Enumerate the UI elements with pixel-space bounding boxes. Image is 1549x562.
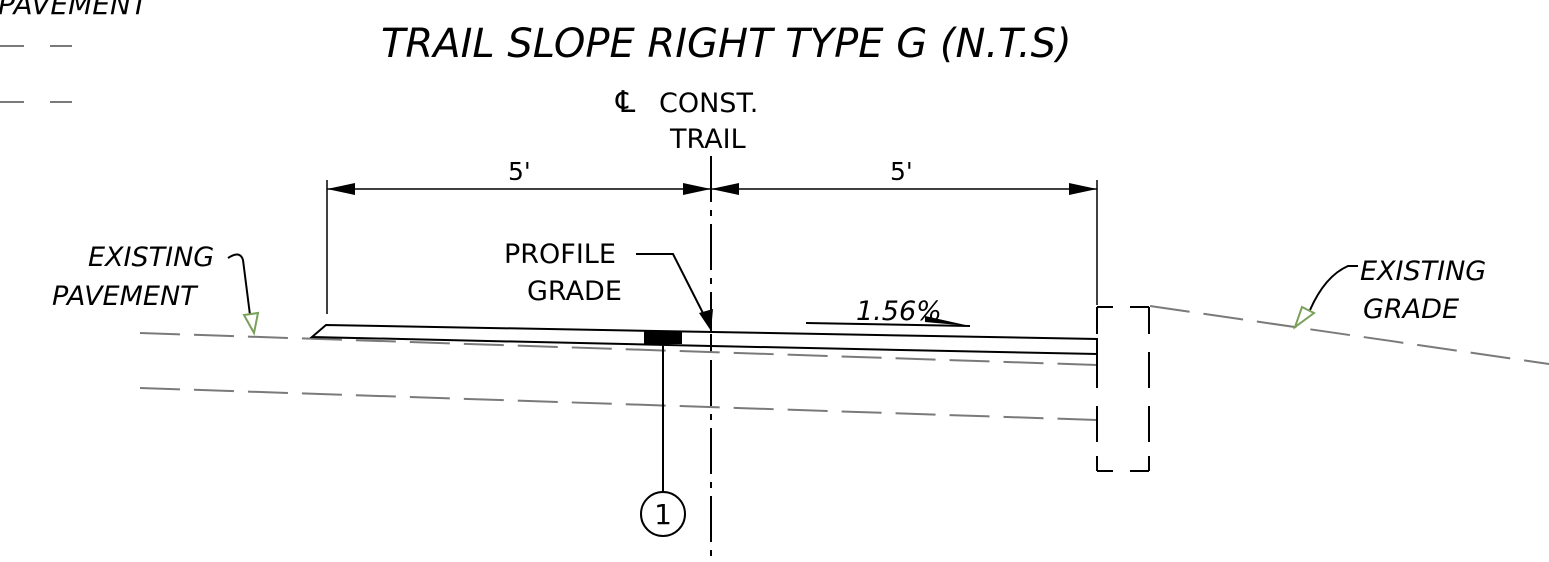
- existing-grade-line1: EXISTING: [1360, 256, 1486, 287]
- trail-section: [309, 323, 1098, 356]
- existing-grade-leader: [1309, 265, 1358, 311]
- drawing-title: TRAIL SLOPE RIGHT TYPE G (N.T.S): [381, 21, 1072, 67]
- dim-label-left: 5': [508, 157, 531, 186]
- existing-pavement-leader: [227, 253, 251, 316]
- centerline-label-line1: CONST.: [659, 88, 758, 119]
- profile-grade-line2: GRADE: [527, 276, 622, 307]
- legend-pavement-label: PAVEMENT: [0, 0, 150, 21]
- dim-arrow-left-end: [683, 183, 711, 195]
- dim-arrow-left-start: [327, 183, 355, 195]
- centerline-label-line2: TRAIL: [669, 124, 746, 155]
- existing-grade-line2: GRADE: [1363, 294, 1459, 325]
- centerline-symbol: ℄: [615, 85, 635, 120]
- existing-grade-line: [1149, 305, 1549, 365]
- profile-grade-arrow: [699, 309, 713, 331]
- callout-circle: [640, 491, 686, 537]
- existing-pavement-arrow: [242, 311, 260, 336]
- profile-marker-block: [644, 331, 682, 344]
- dim-label-right: 5': [890, 157, 913, 186]
- profile-grade-leader: [636, 253, 709, 324]
- callout-number: 1: [654, 498, 672, 531]
- dim-arrow-right-end: [1069, 183, 1097, 195]
- existing-pavement-line1: EXISTING: [88, 242, 214, 273]
- existing-pavement-line-lower: [139, 387, 1098, 421]
- slope-label: 1.56%: [856, 296, 942, 327]
- slope-arrow: [925, 316, 970, 326]
- slope-underline: [805, 322, 971, 327]
- dim-arrow-right-start: [711, 183, 739, 195]
- profile-grade-line1: PROFILE: [504, 239, 616, 270]
- existing-grade-arrow: [1292, 305, 1316, 330]
- existing-pavement-line2: PAVEMENT: [52, 281, 199, 312]
